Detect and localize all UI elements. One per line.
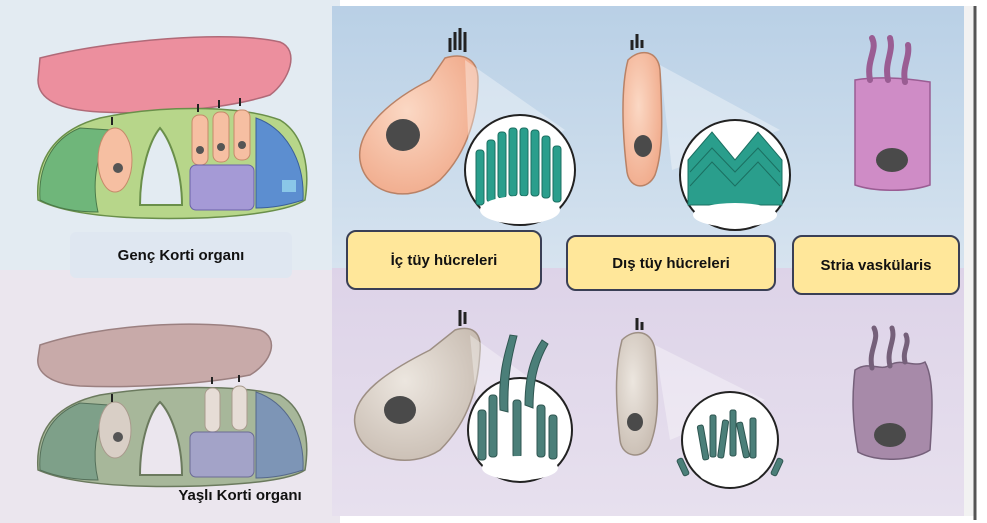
old-inner-hair-cell bbox=[99, 402, 131, 458]
old-outer-hair-cell-2 bbox=[232, 386, 247, 430]
old-ihc-nucleus bbox=[384, 396, 416, 424]
young-stria-nucleus bbox=[876, 148, 908, 172]
old-stria-nucleus bbox=[874, 423, 906, 447]
young-outer-nucleus-2 bbox=[217, 143, 225, 151]
young-inner-hair-nucleus bbox=[113, 163, 123, 173]
young-ihc-nucleus bbox=[386, 119, 420, 151]
young-outer-nucleus-3 bbox=[238, 141, 246, 149]
young-organ-label: Genç Korti organı bbox=[70, 232, 292, 278]
young-ihc-cuticular-plate bbox=[480, 196, 560, 224]
young-claudius-cell bbox=[282, 180, 296, 192]
old-ohc-cuticular-plate bbox=[700, 466, 760, 484]
young-organ-of-corti bbox=[38, 37, 307, 219]
old-deiters-cells bbox=[190, 432, 254, 477]
old-organ-of-corti bbox=[38, 324, 307, 486]
outer-hair-cells-label: Dış tüy hücreleri bbox=[566, 235, 776, 291]
young-ohc-cuticular-plate bbox=[693, 203, 777, 227]
young-stria-body bbox=[855, 78, 930, 190]
young-deiters-cells bbox=[190, 165, 254, 210]
inner-hair-cells-label: İç tüy hücreleri bbox=[346, 230, 542, 290]
young-outer-hair-cell-3 bbox=[234, 110, 250, 160]
young-inner-hair-cell bbox=[98, 128, 132, 192]
young-outer-nucleus-1 bbox=[196, 146, 204, 154]
young-outer-hair-cell-1 bbox=[192, 115, 208, 165]
young-ohc-body bbox=[623, 53, 662, 186]
stria-vascularis-label: Stria vaskülaris bbox=[792, 235, 960, 295]
old-ohc-body bbox=[617, 333, 658, 455]
old-ihc-cuticular-plate bbox=[482, 456, 558, 480]
old-ohc-nucleus bbox=[627, 413, 643, 431]
young-outer-hair-cell-2 bbox=[213, 112, 229, 162]
old-outer-hair-cell-1 bbox=[205, 388, 220, 432]
young-ohc-nucleus bbox=[634, 135, 652, 157]
old-organ-label: Yaşlı Korti organı bbox=[150, 480, 330, 510]
old-inner-hair-nucleus bbox=[113, 432, 123, 442]
